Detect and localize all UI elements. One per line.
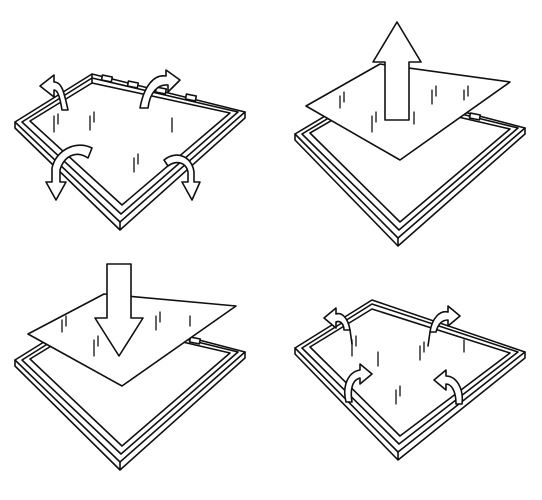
up-arrow-icon: [372, 21, 422, 121]
frame-side: [14, 111, 246, 231]
frame-inner: [309, 308, 511, 437]
curved-arrow-icon: [45, 144, 93, 201]
curved-arrow-icon: [323, 307, 353, 345]
curved-arrow-icon: [39, 74, 69, 111]
curved-arrow-icon: [427, 305, 461, 347]
frame-inner: [29, 82, 231, 206]
panel-2: [294, 21, 526, 247]
cover-sheet: [27, 293, 237, 387]
glass-glints: [53, 111, 173, 173]
down-arrow-icon: [94, 263, 144, 357]
panel-4: [294, 299, 526, 461]
panel-3: [14, 263, 246, 471]
glass-glints: [339, 85, 469, 133]
frame-profile: [21, 73, 239, 215]
curved-arrow-icon: [139, 69, 181, 109]
panel-1: [14, 69, 246, 231]
curved-arrow-icon: [433, 369, 464, 405]
frame-side: [14, 351, 246, 471]
frame-tabs: [100, 74, 198, 102]
frame-side: [294, 347, 526, 461]
frame-side: [294, 127, 526, 247]
frame-profile: [301, 303, 519, 445]
glass-glints: [61, 311, 191, 357]
curved-arrow-icon: [344, 363, 373, 403]
curved-arrow-icon: [163, 154, 201, 201]
glass-glints: [351, 335, 465, 405]
